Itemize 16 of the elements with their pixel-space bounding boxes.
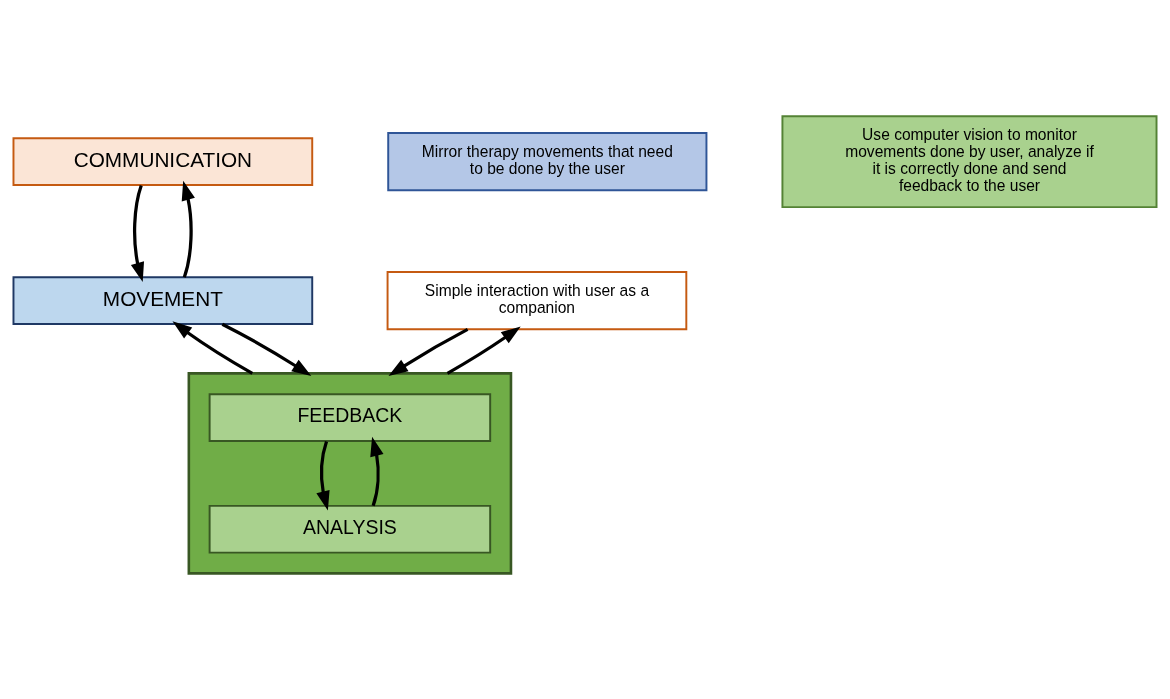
arrow [130,184,145,282]
node-box: Use computer vision to monitor movements done by user, analyze if it is correctly done and send feedback to the user [781,114,1158,208]
node-box: Mirror therapy movements that need to be done by the user [387,131,708,191]
node-box: COMMUNICATION [12,136,314,186]
arrow [181,180,195,278]
arrow [370,436,384,506]
arrow [446,325,521,375]
arrow [221,322,312,376]
cluster [187,371,513,575]
node-box: MOVEMENT [12,275,314,325]
arrow [316,440,330,510]
node-box: Simple interaction with user as a companion [386,270,688,330]
node-box: FEEDBACK [208,392,492,442]
arrow [172,320,254,375]
arrow [388,327,469,376]
node-box: ANALYSIS [208,504,492,554]
